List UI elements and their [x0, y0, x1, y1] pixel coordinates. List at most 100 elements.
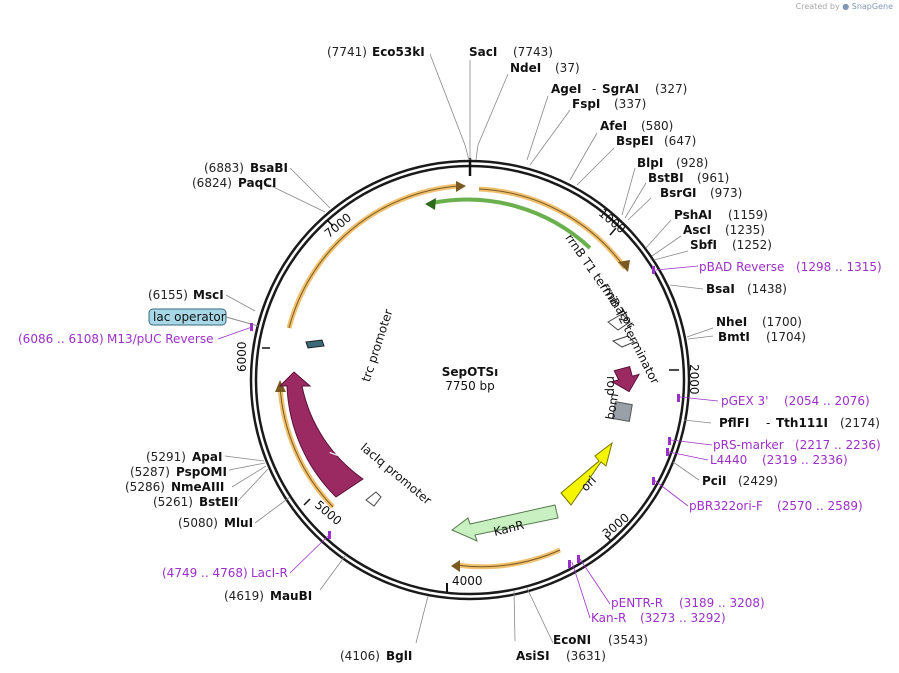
- site-name-agei: AgeI: [551, 82, 581, 96]
- primer-name-prs-marker: pRS-marker: [713, 438, 784, 452]
- site-name-bsrgi: BsrGI: [660, 186, 697, 200]
- site-name-eco53ki: Eco53kI: [372, 45, 425, 59]
- site-pos-agei: (327): [655, 82, 687, 96]
- site-name-pspomi: PspOMI: [176, 465, 227, 479]
- rrnb-t1-terminator-marker: [607, 313, 631, 331]
- site-name-pflfi: PflFI: [719, 416, 749, 430]
- site-pos-nhei: (1700): [762, 315, 802, 329]
- arrowhead-icon: [425, 198, 436, 210]
- site-name-msci: MscI: [193, 288, 224, 302]
- primer-range-pentr-r: (3189 .. 3208): [679, 596, 765, 610]
- snapgene-logo-icon: ●: [842, 2, 850, 11]
- arrowhead-icon: [456, 181, 466, 192]
- primer-range-pbr322ori-f: (2570 .. 2589): [777, 499, 863, 513]
- primer-name-pgex-3: pGEX 3': [721, 394, 768, 408]
- site-pos-bstbi: (961): [697, 171, 729, 185]
- site-pos-afei: (580): [641, 119, 673, 133]
- brand-created-by: Created by: [795, 2, 840, 11]
- site-name-mlui: MluI: [224, 516, 253, 530]
- site-pos-msci: (6155): [148, 288, 188, 302]
- site-name-bmti: BmtI: [718, 330, 750, 344]
- site-name-separator: -: [766, 416, 770, 430]
- site-leader-lines: [224, 53, 714, 644]
- primer-name-pentr-r: pENTR-R: [611, 596, 663, 610]
- site-pos-asisi: (3631): [566, 649, 606, 663]
- site-pos-pshai: (1159): [728, 208, 768, 222]
- site-pos-bmti: (1704): [766, 330, 806, 344]
- primer-range-prs-marker: (2217 .. 2236): [795, 438, 881, 452]
- site-pos-nmeaiii: (5286): [125, 480, 165, 494]
- site-name-bsai: BsaI: [706, 282, 735, 296]
- site-name-sbfi: SbfI: [690, 238, 717, 252]
- rop-label: rop: [604, 376, 618, 396]
- site-pos-ndei: (37): [555, 61, 580, 75]
- primer-name-pbr322ori-f: pBR322ori-F: [689, 499, 763, 513]
- site-pos-apai: (5291): [146, 450, 186, 464]
- laci-feature: [278, 371, 364, 498]
- trc-promoter-label: trc promoter: [359, 307, 396, 383]
- site-pos-mlui: (5080): [178, 516, 218, 530]
- site-name-tth111i: Tth111I: [776, 416, 828, 430]
- site-pos-bsrgi: (973): [710, 186, 742, 200]
- ori-feature: [560, 441, 613, 506]
- primer-range-kan-r: (3273 .. 3292): [640, 611, 726, 625]
- site-name-bstbi: BstBI: [648, 171, 684, 185]
- rrnb-t2-terminator-marker: [611, 335, 635, 348]
- site-pos-pflfi: (2174): [840, 416, 880, 430]
- site-pos-bgli: (4106): [340, 649, 380, 663]
- plasmid-name: SepOTSı: [442, 365, 499, 379]
- primer-leader-lines: [217, 265, 719, 619]
- site-pos-eco53ki: (7741): [327, 45, 367, 59]
- laci-label: lacI: [327, 434, 347, 458]
- site-name-saci: SacI: [469, 45, 497, 59]
- primer-range-l4440: (2319 .. 2336): [762, 453, 848, 467]
- snapgene-brand: Created by ● SnapGene: [796, 2, 893, 11]
- primer-name-l4440: L4440: [710, 453, 747, 467]
- site-name-bsteii: BstEII: [199, 495, 238, 509]
- site-pos-maubi: (4619): [224, 589, 264, 603]
- site-name-fspi: FspI: [572, 97, 600, 111]
- site-pos-bspei: (647): [664, 134, 696, 148]
- site-pos-pcii: (2429): [738, 474, 778, 488]
- site-name-bgli: BglI: [386, 649, 412, 663]
- trc-promoter-marker: [305, 339, 325, 349]
- brand-name: SnapGene: [851, 2, 893, 11]
- plasmid-size: 7750 bp: [445, 379, 495, 393]
- site-name-nhei: NheI: [716, 315, 747, 329]
- site-name-bsabi: BsaBI: [250, 161, 288, 175]
- site-pos-fspi: (337): [614, 97, 646, 111]
- site-pos-pspomi: (5287): [130, 465, 170, 479]
- primer-name-laci-r: LacI-R: [251, 566, 288, 580]
- site-pos-sbfi: (1252): [732, 238, 772, 252]
- primer-range-pbad-reverse: (1298 .. 1315): [796, 260, 882, 274]
- site-pos-asci: (1235): [725, 223, 765, 237]
- leader-line: [225, 316, 259, 327]
- arrowhead-icon: [451, 560, 460, 572]
- orange-feature-arcs-outline: [279, 185, 626, 568]
- primer-name-kan-r: Kan-R: [591, 611, 626, 625]
- bom-feature: [611, 401, 633, 423]
- site-name-bspei: BspEI: [616, 134, 654, 148]
- site-name-blpi: BlpI: [637, 156, 663, 170]
- site-pos-blpi: (928): [676, 156, 708, 170]
- site-pos-econi: (3543): [608, 633, 648, 647]
- lac-operator-label: lac operator: [153, 310, 226, 324]
- primer-marks: [250, 266, 680, 568]
- site-labels: (7741) Eco53kI SacI (7743) NdeI (37) Age…: [125, 45, 880, 663]
- site-name-separator: -: [592, 82, 596, 96]
- site-pos-bsabi: (6883): [204, 161, 244, 175]
- tick-label-4000: 4000: [452, 574, 483, 588]
- bom-label: bom: [603, 392, 621, 421]
- site-pos-saci: (7743): [513, 45, 553, 59]
- tick-label-2000: 2000: [687, 364, 701, 395]
- primer-range-pgex-3: (2054 .. 2076): [784, 394, 870, 408]
- site-name-asci: AscI: [683, 223, 711, 237]
- rop-feature: [610, 365, 641, 393]
- site-name-econi: EcoNI: [553, 633, 591, 647]
- site-name-nmeaiii: NmeAIII: [171, 480, 224, 494]
- site-name-sgrai: SgrAI: [602, 82, 639, 96]
- laciq-promoter-marker: [365, 491, 382, 507]
- green-feature-arc: [431, 197, 592, 250]
- primer-labels: pBAD Reverse (1298 .. 1315) pGEX 3' (205…: [18, 260, 882, 625]
